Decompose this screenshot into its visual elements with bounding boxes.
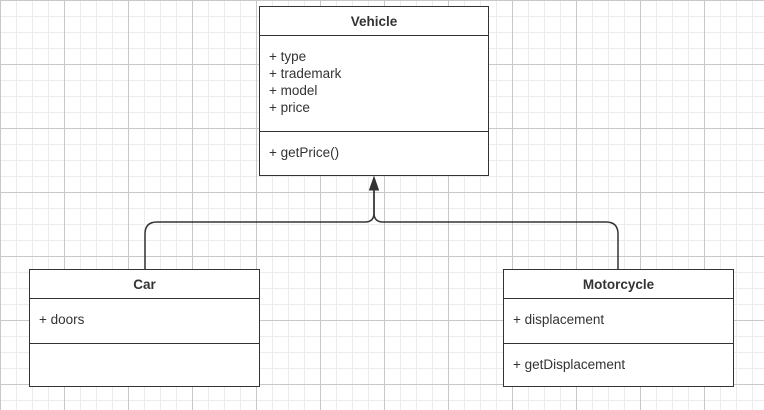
motorcycle-attribute-displacement: + displacement [513,312,605,327]
generalization-arrowhead-icon [368,175,380,191]
motorcycle-methods: + getDisplacement [504,344,733,373]
motorcycle-class-box[interactable]: Motorcycle + displacement + getDisplacem… [503,269,734,387]
vehicle-attribute-type: + type [269,49,307,64]
car-class-box[interactable]: Car + doors [29,269,260,387]
vehicle-attribute-model: + model [269,83,318,98]
vehicle-method-getprice: + getPrice() [269,145,340,160]
car-attributes: + doors [30,299,259,344]
vehicle-methods: + getPrice() [260,132,488,161]
car-class-name: Car [30,270,259,299]
vehicle-attributes: + type + trademark + model + price [260,36,488,132]
car-methods [30,344,259,352]
vehicle-class-box[interactable]: Vehicle + type + trademark + model + pri… [259,6,489,176]
vehicle-class-name: Vehicle [260,7,488,36]
motorcycle-class-name: Motorcycle [504,270,733,299]
car-to-vehicle-connector [144,190,375,270]
motorcycle-method-getdisplacement: + getDisplacement [513,357,626,372]
vehicle-attribute-price: + price [269,100,310,115]
car-attribute-doors: + doors [39,312,85,327]
motorcycle-to-vehicle-connector [373,190,619,270]
motorcycle-attributes: + displacement [504,299,733,344]
vehicle-attribute-trademark: + trademark [269,66,342,81]
